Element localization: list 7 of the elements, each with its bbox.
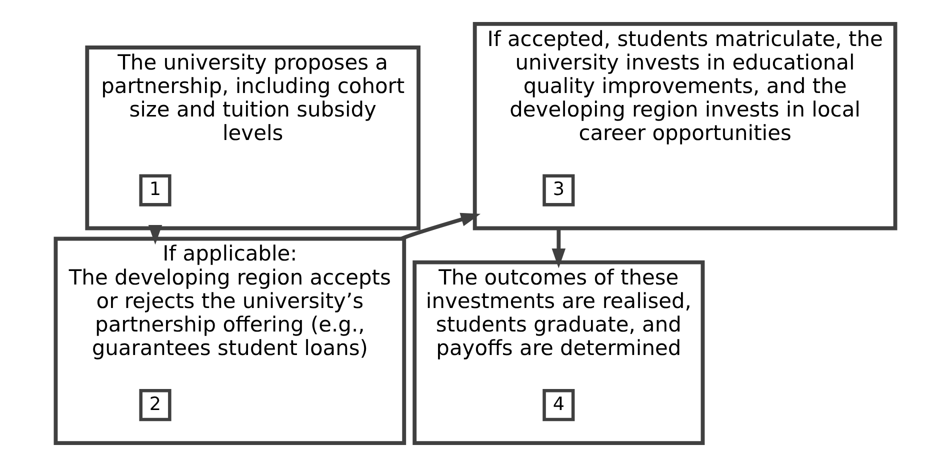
arrow: [148, 224, 162, 245]
node-box: 3: [542, 174, 575, 206]
arrow: [552, 228, 566, 268]
node-box: 1: [139, 174, 172, 206]
arrow: [400, 212, 481, 241]
node-box: 4: [542, 389, 575, 422]
node-box: 2: [139, 389, 172, 422]
